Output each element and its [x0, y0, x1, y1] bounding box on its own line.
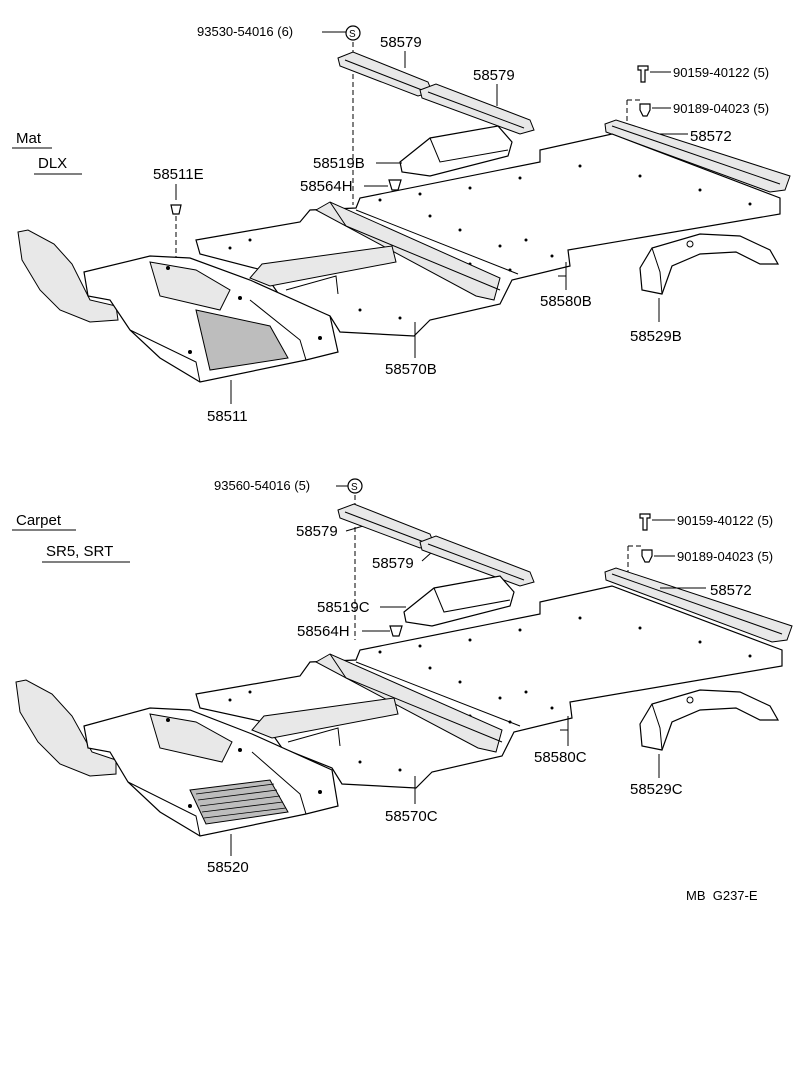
part-label-bar-lower: 58579: [473, 67, 515, 84]
part-label-rear-floor: 58580B: [540, 293, 592, 310]
svg-text:S: S: [349, 29, 356, 40]
part-label-wheel-house: 58529B: [630, 328, 682, 345]
part-label-clip: 90189-04023 (5): [673, 101, 769, 116]
part-label-tunnel-cover: 58519B: [313, 155, 365, 172]
step-bar-lower: [419, 535, 535, 587]
part-label-bar-upper: 58579: [296, 523, 338, 540]
part-label-sill-plate: 58572: [690, 128, 732, 145]
step-bar-upper: [337, 503, 435, 549]
part-label-bar-lower: 58579: [372, 555, 414, 572]
clip-icon: [641, 549, 653, 563]
part-label-clip-h: 58564H: [297, 623, 350, 640]
screw-icon: [637, 65, 649, 83]
part-label-tunnel-cover: 58519C: [317, 599, 370, 616]
part-label-screw: 90159-40122 (5): [673, 65, 769, 80]
part-label-bolt-s: 93530-54016 (6): [197, 24, 293, 39]
s-symbol-circle: S: [345, 25, 361, 41]
part-label-clip: 90189-04023 (5): [677, 549, 773, 564]
section-material-label: Carpet: [16, 512, 62, 529]
clip-icon: [639, 103, 651, 117]
wheel-house-cover: [639, 233, 780, 295]
part-label-center-mat: 58570B: [385, 361, 437, 378]
section-material-label: Mat: [16, 130, 42, 147]
front-clip-icon: [170, 204, 182, 215]
part-label-bar-upper: 58579: [380, 34, 422, 51]
svg-text:S: S: [351, 482, 358, 493]
part-label-wheel-house: 58529C: [630, 781, 683, 798]
sill-plate: [604, 119, 791, 193]
part-label-front-clip: 58511E: [153, 166, 204, 183]
front-floor-mat: [17, 229, 339, 383]
part-label-center-mat: 58570C: [385, 808, 438, 825]
step-bar-upper: [337, 51, 433, 97]
section-grade-label: SR5, SRT: [46, 543, 113, 560]
step-bar-lower: [419, 83, 535, 135]
part-label-screw: 90159-40122 (5): [677, 513, 773, 528]
front-floor-carpet: [15, 679, 339, 837]
part-label-clip-h: 58564H: [300, 178, 353, 195]
clip-h-icon: [388, 179, 402, 191]
part-label-bolt-s: 93560-54016 (5): [214, 478, 310, 493]
section-mat-dlx: Mat DLX 93530-54016 (6) S 58579 58579: [12, 24, 791, 425]
part-label-sill-plate: 58572: [710, 582, 752, 599]
clip-h-icon: [389, 625, 403, 637]
tunnel-cover: [403, 575, 515, 627]
tunnel-hump: [251, 653, 521, 753]
sill-plate: [604, 567, 793, 643]
part-label-rear-floor: 58580C: [534, 749, 587, 766]
section-grade-label: DLX: [38, 155, 67, 172]
rear-floor-carpet: [195, 585, 783, 789]
part-label-front-mat: 58520: [207, 859, 249, 876]
section-carpet-sr5-srt: Carpet SR5, SRT 93560-54016 (5) S 58579 …: [12, 478, 793, 876]
wheel-house-cover: [639, 689, 780, 751]
part-label-front-mat: 58511: [207, 408, 248, 425]
diagram-reference-code: MB G237-E: [686, 888, 758, 903]
screw-icon: [639, 513, 651, 531]
tunnel-hump: [249, 201, 519, 301]
s-symbol-circle: S: [347, 478, 363, 494]
tunnel-cover: [399, 125, 513, 177]
